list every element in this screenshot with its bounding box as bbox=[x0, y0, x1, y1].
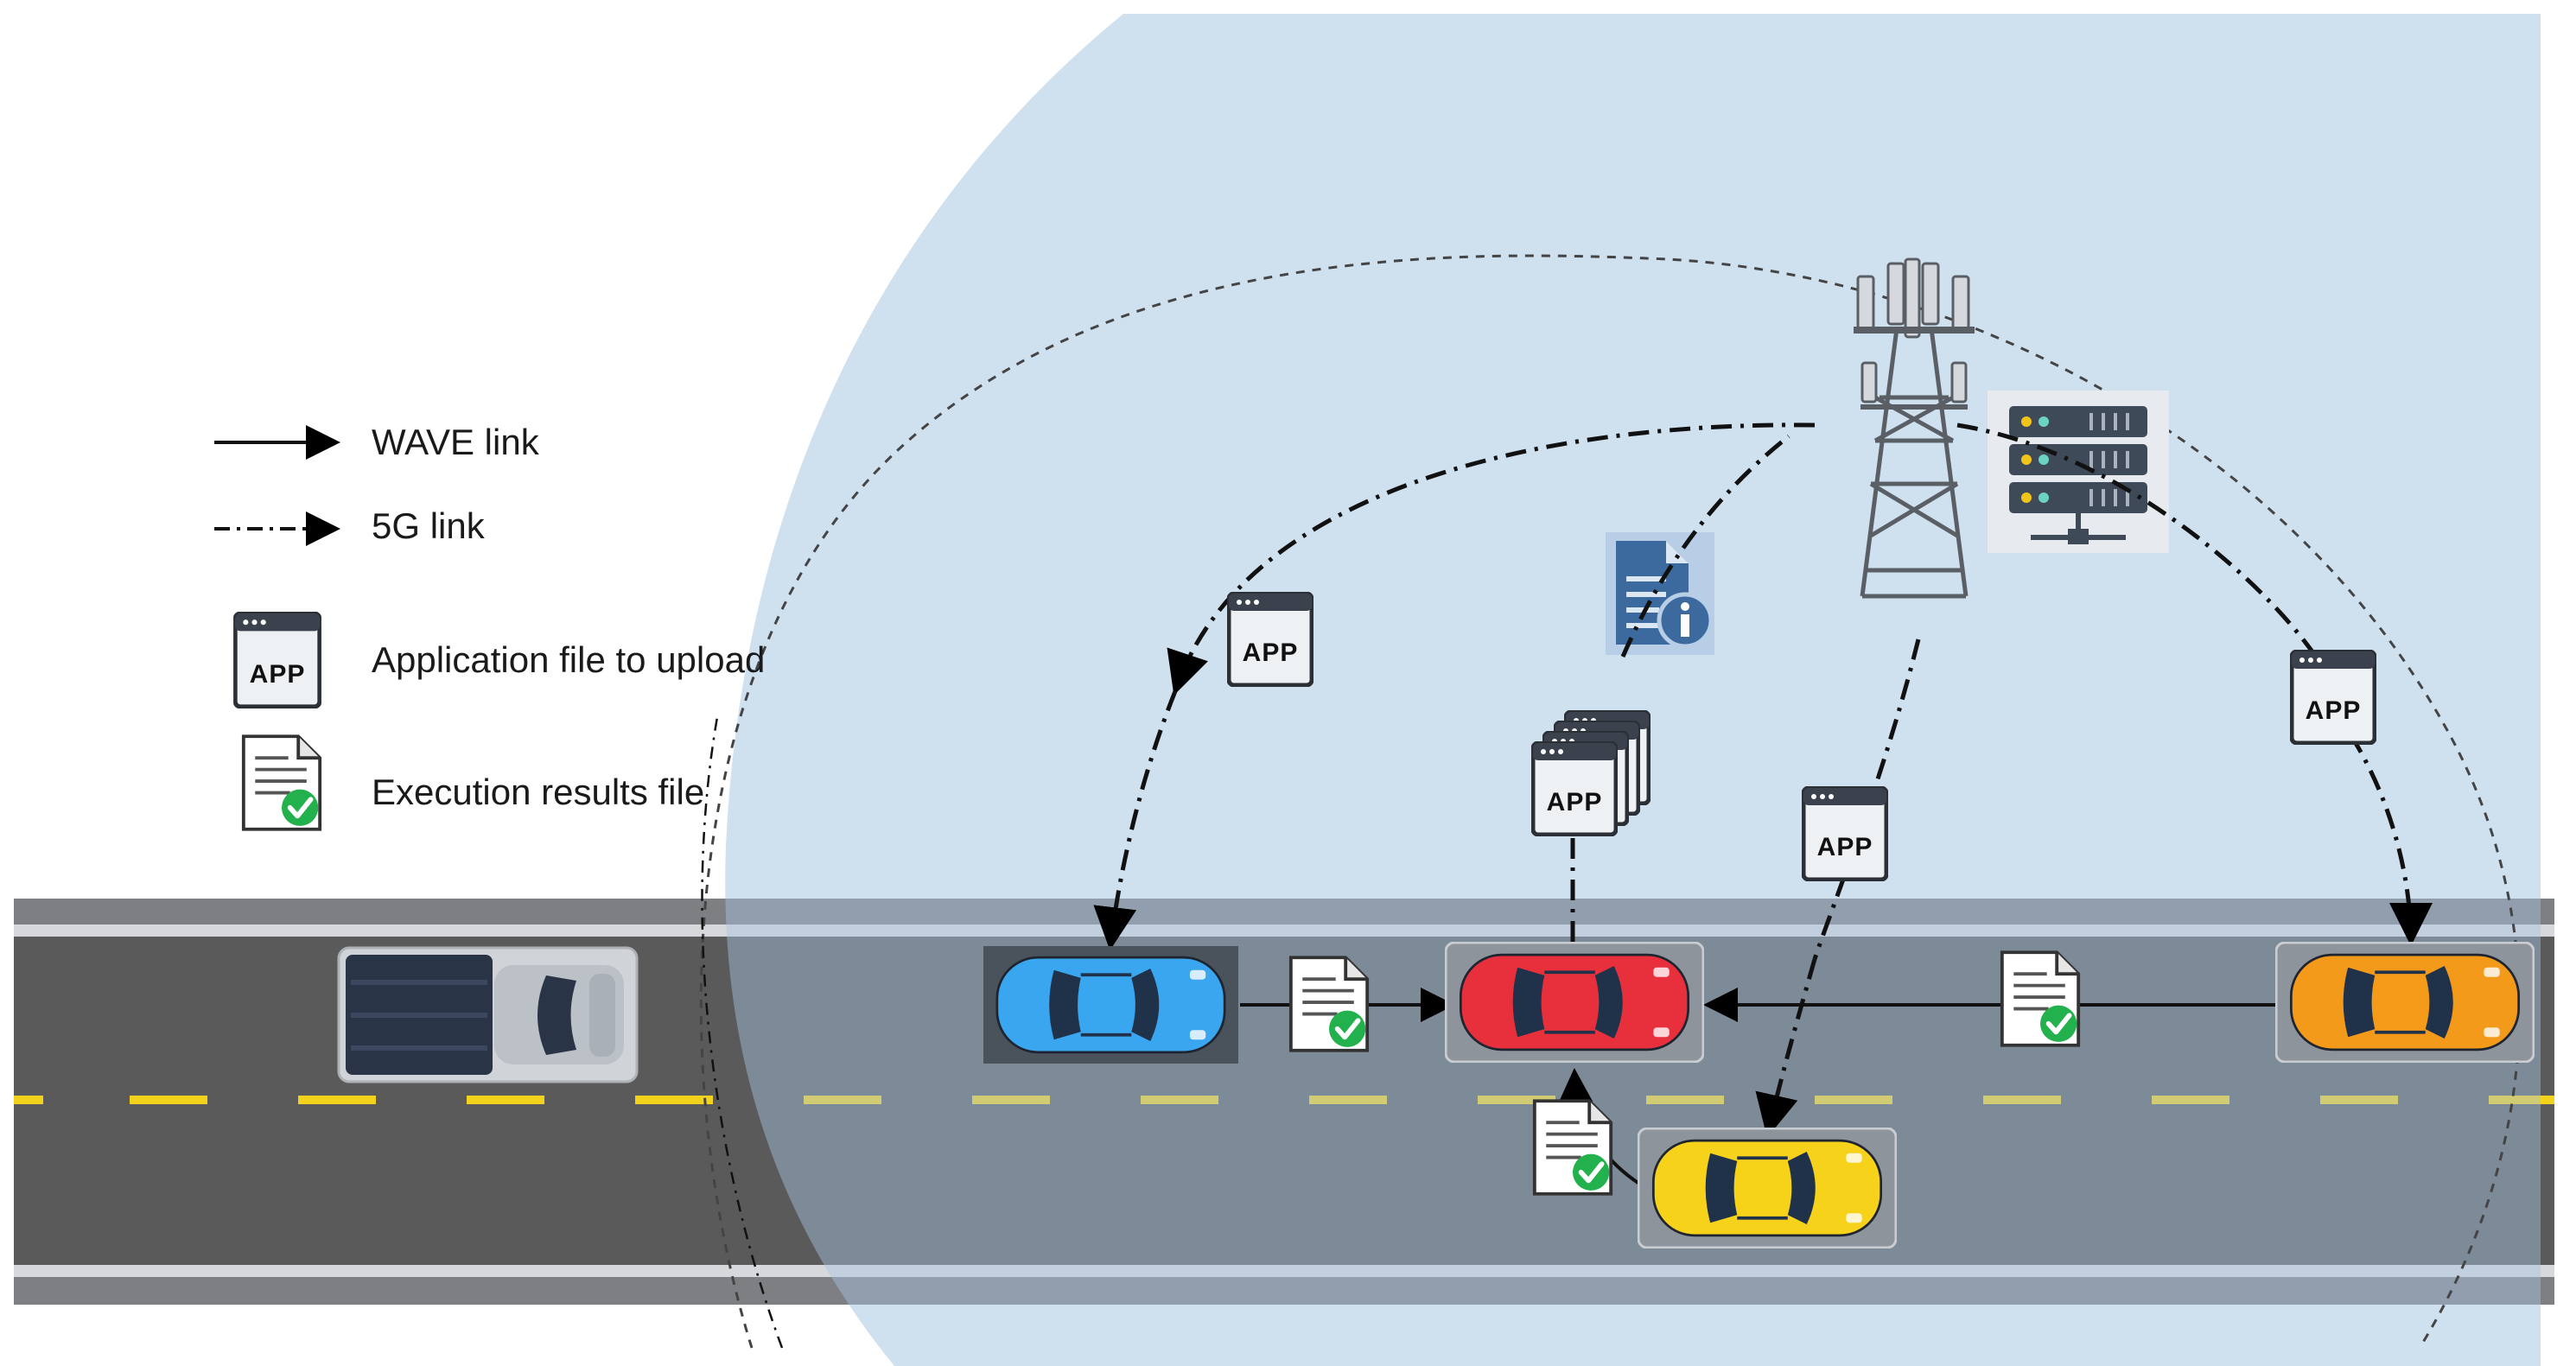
application-file-stack-icon: APP bbox=[1533, 712, 1649, 835]
truck bbox=[337, 946, 639, 1083]
range-arc-left bbox=[701, 716, 784, 1349]
5g-link-tower-to-orange-car bbox=[1956, 423, 2318, 658]
5g-link-blue-car-arc bbox=[1093, 690, 1178, 950]
5g-base-station-tower bbox=[1854, 257, 1975, 599]
5g-link-info-up bbox=[1620, 435, 1790, 658]
execution-results-file-icon bbox=[2002, 952, 2078, 1045]
legend: APP bbox=[214, 425, 340, 829]
blue-car bbox=[983, 946, 1238, 1064]
orange-car bbox=[2276, 943, 2534, 1062]
legend-wave-link-label: WAVE link bbox=[372, 422, 539, 462]
5g-link-tower-to-yellow-car bbox=[1812, 639, 1921, 960]
app-label: APP bbox=[2306, 696, 2362, 725]
app-label: APP bbox=[250, 660, 306, 689]
legend-execution-results-label: Execution results file bbox=[372, 772, 705, 812]
lane-marking bbox=[14, 1096, 2554, 1104]
app-label: APP bbox=[1243, 639, 1299, 667]
road bbox=[14, 899, 2554, 1305]
5g-links bbox=[1093, 423, 2433, 1138]
legend-application-file-icon: APP bbox=[235, 613, 320, 707]
5g-link-yellow-car bbox=[1755, 958, 1817, 1138]
execution-results-file-icon bbox=[1535, 1101, 1611, 1194]
info-document bbox=[1606, 532, 1714, 655]
red-car bbox=[1446, 943, 1703, 1062]
execution-results-file-icon bbox=[1291, 957, 1367, 1051]
legend-execution-results-file-icon bbox=[244, 736, 320, 829]
application-file-icon: APP bbox=[2292, 651, 2375, 743]
edge-server bbox=[1988, 391, 2169, 553]
5g-link-orange-car bbox=[2348, 733, 2433, 946]
yellow-car bbox=[1638, 1128, 1896, 1248]
app-label: APP bbox=[1817, 833, 1873, 861]
legend-application-file-label: Application file to upload bbox=[372, 639, 766, 680]
application-file-icon: APP bbox=[1803, 788, 1886, 880]
app-label: APP bbox=[1547, 788, 1603, 816]
legend-5g-link-label: 5G link bbox=[372, 505, 485, 546]
5g-link-tower-to-blue-car bbox=[1167, 423, 1816, 696]
application-file-icon: APP bbox=[1229, 594, 1312, 685]
